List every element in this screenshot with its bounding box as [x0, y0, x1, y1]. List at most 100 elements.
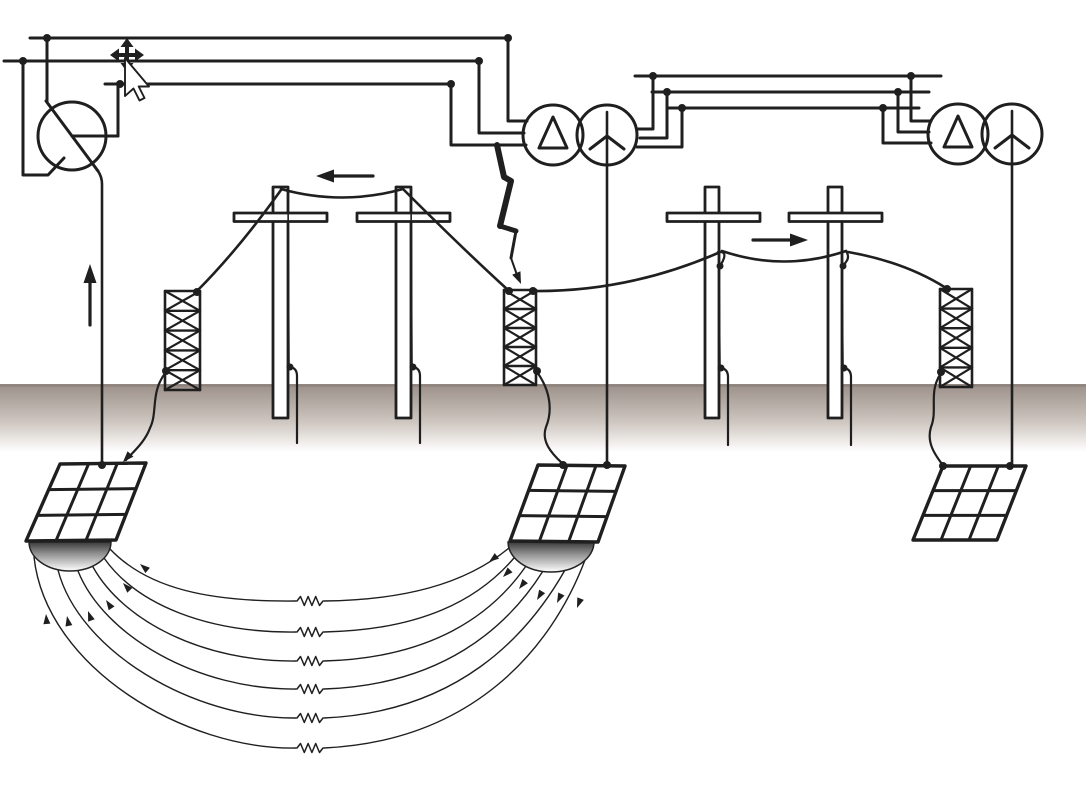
t1-wye-lead-2 — [638, 90, 669, 140]
middle-tower-base-node — [533, 367, 541, 375]
wire-midtower-to-pole3 — [531, 251, 720, 293]
left-lattice-tower — [163, 349, 202, 372]
right-ground-grid — [967, 464, 1000, 542]
lightning-arrowhead — [512, 271, 521, 284]
bus3-to-t1-lead — [449, 82, 528, 147]
lattice-grounding-towers — [162, 285, 974, 392]
t2-delta-lead-3 — [881, 106, 933, 145]
crossarm-1 — [232, 211, 329, 223]
bus2-loop-to-generator — [21, 59, 66, 177]
soil-resistor-3 — [296, 655, 324, 667]
outflow-arrowhead-2 — [503, 567, 513, 577]
left-station-buses — [2, 34, 529, 147]
generator — [21, 36, 120, 467]
grounding-grids — [24, 461, 1028, 544]
earth-electrodes — [28, 541, 595, 573]
tower-ground-leads — [123, 370, 944, 466]
right-tower-base-node — [937, 368, 945, 376]
right-ground-grid — [939, 464, 973, 542]
t1-wye-arm-left — [588, 134, 609, 151]
pole3-ground-rod — [719, 366, 730, 447]
transformer-t2 — [881, 74, 1044, 468]
ground-surface-band — [0, 384, 1086, 452]
middle-ground-grid — [537, 463, 569, 543]
t1-delta-winding-circle — [521, 103, 585, 167]
inflow-arrowhead-2 — [123, 583, 133, 593]
t1-wye-arm-right — [605, 134, 626, 151]
right-ground-grid — [911, 464, 1028, 542]
earth-arc-1-left — [109, 548, 297, 602]
earth-arc-6-right — [323, 559, 586, 749]
mouse-cursor — [110, 38, 150, 102]
left-ground-grid — [54, 462, 91, 543]
outflow-arrowhead-5 — [557, 592, 565, 603]
soil-resistor-4 — [296, 683, 324, 695]
soil-resistor-5 — [296, 712, 324, 724]
bus2-to-t1-lead — [477, 59, 526, 135]
left-ground-grid — [24, 461, 148, 543]
middle-lattice-tower — [502, 345, 538, 368]
pole2-ground-wire — [410, 192, 413, 365]
inflow-arrowhead-5 — [65, 616, 73, 627]
middle-ground-grid — [508, 463, 627, 544]
inflow-arrowhead-1 — [140, 564, 150, 574]
pole3-ground-wire — [718, 267, 721, 366]
t2-delta-lead-1 — [909, 74, 933, 123]
outflow-arrowhead-6 — [577, 597, 584, 608]
t2-wye-arm-right — [1010, 133, 1031, 150]
move-glyph-left-arrow — [110, 48, 119, 62]
wire-span-pole1-pole2 — [279, 187, 405, 199]
left-lattice-tower — [163, 369, 202, 392]
bus1-t1-node — [504, 34, 512, 42]
bus3-t1-node — [447, 80, 455, 88]
wire-pole2-to-midtower — [402, 188, 510, 292]
wood-poles — [232, 185, 884, 420]
t1-delta-symbol — [537, 115, 569, 150]
middle-ground-grid — [567, 464, 598, 544]
inflow-arrowhead-6 — [43, 614, 51, 625]
earth-arc-6-left — [33, 556, 297, 749]
fault-lightning — [494, 142, 521, 284]
right-span-arrowhead — [790, 233, 808, 247]
right-tower-ground-lead — [928, 371, 944, 466]
middle-lattice-tower — [502, 326, 538, 349]
pole1-ground-rod — [288, 365, 299, 445]
generator-earth-drop — [96, 169, 104, 467]
wire-span-pole3-pole4 — [720, 249, 848, 263]
t2-delta-lead-2 — [896, 90, 931, 134]
outflow-arrowhead-3 — [519, 578, 528, 589]
soil-gradient-band — [0, 384, 1086, 452]
pole1-ground-wire — [287, 192, 290, 365]
inflow-arrowhead-4 — [88, 611, 95, 622]
earth-current-arcs — [33, 547, 586, 754]
wire-pole4-to-righttower — [846, 250, 948, 290]
t2-delta-symbol — [942, 114, 974, 149]
left-ground-grid — [35, 512, 128, 517]
middle-tower-ground-lead — [535, 370, 564, 465]
left-span-arrowhead — [316, 169, 334, 183]
middle-hemisphere-electrode — [507, 541, 595, 573]
soil-resistor-6 — [296, 742, 324, 754]
middle-ground-grid — [527, 488, 618, 493]
earth-arc-5-right — [323, 569, 566, 719]
right-lattice-tower — [938, 327, 974, 349]
move-glyph-right-arrow — [135, 48, 144, 62]
left-lead-arrowhead — [123, 451, 134, 462]
outflow-arrowhead-4 — [537, 589, 546, 600]
crossarm-3 — [665, 211, 762, 223]
pole3-hook-node — [716, 262, 724, 270]
earth-arc-2-left — [103, 557, 297, 633]
right-lattice-tower — [938, 287, 974, 310]
wire-tower-to-pole1 — [195, 188, 283, 293]
pole4-ground-rod — [842, 366, 853, 447]
earth-arc-1-right — [323, 547, 510, 602]
outflow-arrowhead-1 — [489, 553, 500, 562]
right-lattice-tower — [938, 307, 974, 330]
left-tower-base-node — [162, 367, 170, 375]
line-conductors — [195, 187, 948, 447]
right-lattice-tower — [938, 346, 974, 369]
tie-line-buses — [633, 72, 943, 112]
earth-arc-3-left — [92, 566, 297, 662]
